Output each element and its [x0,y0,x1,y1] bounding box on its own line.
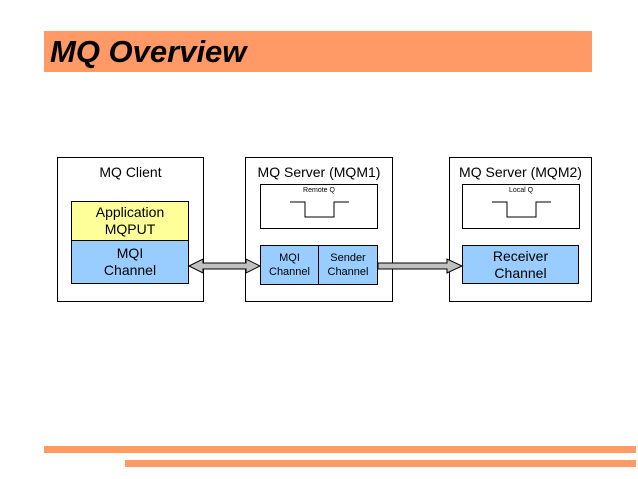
footer-bar-bottom [125,460,636,467]
sender-channel-label: Channel [327,266,369,278]
remote-queue-label: Remote Q [303,187,335,194]
server1-mqi-channel-block: MQI Channel [260,245,319,285]
client-mqi-channel-block: MQI Channel [71,240,189,284]
receiver-channel-label: Channel [494,264,547,281]
sender-receiver-arrow [377,258,464,274]
title-bar: MQ Overview [44,31,592,72]
remote-queue-icon [290,201,349,218]
application-label: Application [95,204,165,220]
receiver-channel-block: Receiver Channel [462,245,579,284]
mq-server-mqm2-label: MQ Server (MQM2) [459,164,582,180]
sender-channel-block: Sender Channel [318,245,378,285]
sender-label: Sender [330,252,366,264]
mq-server-mqm1-label: MQ Server (MQM1) [257,164,381,180]
local-queue-box: Local Q [462,184,580,229]
local-queue-label: Local Q [508,187,534,194]
client-channel-label: Channel [103,262,157,278]
mqput-label: MQPUT [104,221,156,237]
mq-client-label: MQ Client [99,164,162,180]
server1-mqi-label: MQI [279,252,300,264]
footer-bar-top [44,446,636,453]
client-mqi-label: MQI [116,245,144,261]
local-queue-icon [492,201,551,218]
slide-title: MQ Overview [50,34,247,69]
server1-mqi-channel-label: Channel [269,266,310,278]
application-mqput-block: Application MQPUT [71,201,189,241]
receiver-label: Receiver [492,247,549,264]
remote-queue-box: Remote Q [260,184,378,229]
client-server-double-arrow [187,258,262,274]
